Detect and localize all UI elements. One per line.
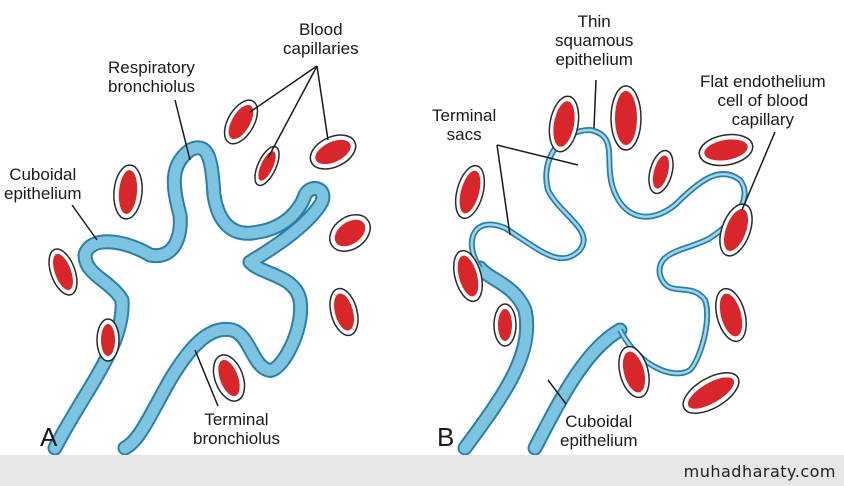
panel-b-capillaries [453,85,754,414]
capillary [329,214,371,252]
label-blood-capillaries: Blood capillaries [283,20,359,58]
panel-a-capillaries [48,99,371,402]
panel-a-epithelium-cells [49,142,329,454]
watermark: muhadharaty.com [683,462,836,481]
capillary [610,85,642,151]
panel-a-letter: A [40,422,58,452]
panel-b-squamous-lining [470,128,746,375]
capillary [493,303,517,347]
capillary [648,149,674,195]
figure-background [0,0,844,455]
label-thin-squamous-epithelium: Thin squamous epithelium [555,12,634,69]
panel-b-cuboidal-cells-right [529,324,626,454]
footer-bar [0,455,844,486]
capillary [454,164,486,220]
label-flat-endothelium: Flat endothelium cell of blood capillary [700,72,826,129]
label-cuboidal-epithelium-b: Cuboidal epithelium [560,412,638,450]
panel-b-cuboidal-cells [459,262,533,454]
panel-b-letter: B [437,422,455,452]
panel-b-leader-lines [496,79,776,405]
label-terminal-sacs: Terminal sacs [432,106,497,144]
panel-a-leader-lines [71,65,329,407]
label-respiratory-bronchiolus: Respiratory bronchiolus [108,58,195,96]
capillary [715,287,747,343]
label-cuboidal-epithelium-a: Cuboidal epithelium [4,165,82,203]
lung-diagram [0,0,844,455]
capillary [719,203,753,257]
label-terminal-bronchiolus: Terminal bronchiolus [193,410,280,448]
capillary [453,249,483,303]
capillary [48,248,78,296]
capillary [548,95,580,153]
panel-b-airway [457,127,748,455]
capillary [618,345,650,399]
capillary [682,372,740,414]
capillary [223,99,259,145]
capillary [329,287,359,337]
capillary [212,354,246,402]
capillary [698,133,754,167]
capillary [96,318,120,362]
capillary [113,164,143,220]
capillary [254,145,280,187]
capillary [309,134,357,170]
panel-a-airway [47,140,331,455]
